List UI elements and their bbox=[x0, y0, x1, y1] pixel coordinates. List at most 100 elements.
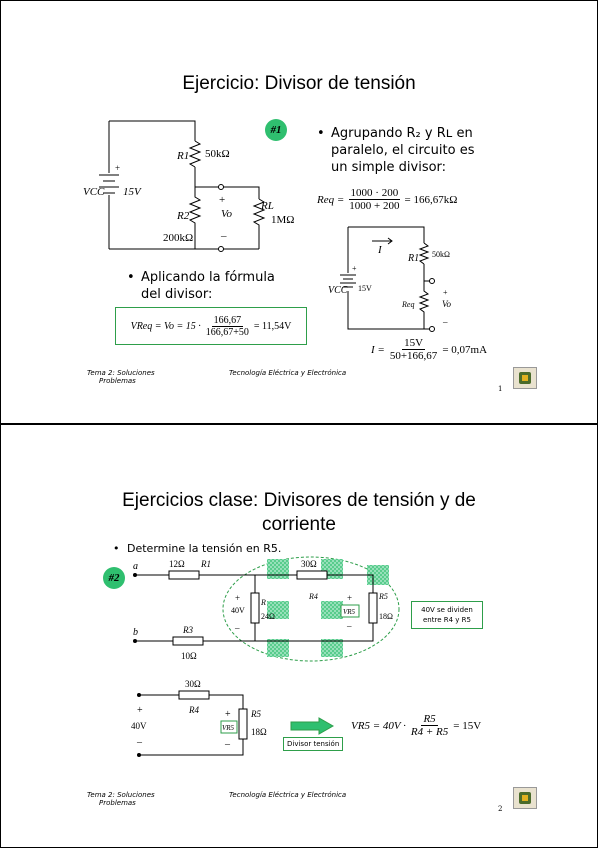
footer-topic-line1: Tema 2: Soluciones bbox=[87, 791, 155, 799]
vo-equation-box: VReq = Vo = 15 · 166,67 166,67+50 = 11,5… bbox=[115, 307, 307, 345]
r1-label: R1 bbox=[200, 559, 211, 569]
footer-course: Tecnología Eléctrica y Electrónica bbox=[229, 791, 347, 799]
vo-label: Vo bbox=[221, 208, 233, 220]
r1-value: 12Ω bbox=[169, 559, 185, 569]
bullet-formula-text: Aplicando la fórmula del divisor: bbox=[141, 270, 275, 302]
sub-r5-label: R5 bbox=[250, 709, 261, 719]
vo-lhs: VReq = Vo = 15 · bbox=[130, 320, 201, 332]
rt-value: 24Ω bbox=[261, 612, 275, 621]
vo-plus: + bbox=[219, 194, 225, 206]
exercise-tag: #2 bbox=[103, 567, 125, 589]
sub-minus-vr5: – bbox=[224, 739, 231, 750]
terminal-b: b bbox=[133, 627, 138, 638]
vo-plus-2: + bbox=[443, 288, 448, 297]
sub-r5-value: 18Ω bbox=[251, 727, 267, 737]
bullet-grouping: • Agrupando R₂ y Rʟ en paralelo, el circ… bbox=[317, 125, 491, 176]
vcc-label-2: VCC bbox=[328, 285, 348, 296]
plus-vr5: + bbox=[347, 593, 352, 603]
vo-numerator: 166,67 bbox=[211, 314, 244, 327]
current-label: I bbox=[377, 244, 383, 256]
sub-plus: + bbox=[137, 705, 143, 716]
r1-label-2: R1 bbox=[407, 253, 419, 264]
req-equation: Req = 1000 · 200 1000 + 200 = 166,67kΩ bbox=[317, 187, 457, 212]
sub-plus-vr5: + bbox=[225, 709, 231, 720]
note-box: 40V se dividen entre R4 y R5 bbox=[411, 601, 483, 629]
vo-label-2: Vo bbox=[442, 299, 452, 309]
vr5-rhs: = 15V bbox=[453, 719, 482, 732]
vcc-value-2: 15V bbox=[358, 284, 372, 293]
vr5-numerator: R5 bbox=[421, 713, 438, 726]
vr5-lhs: VR5 = 40V · bbox=[351, 719, 406, 732]
footer-topic: Tema 2: Soluciones Problemas bbox=[87, 791, 155, 807]
vcc-value: 15V bbox=[123, 186, 142, 198]
slide-1: Ejercicio: Divisor de tensión + VCC bbox=[0, 0, 598, 424]
req-label-2: Req bbox=[401, 300, 414, 309]
sub-r4-label: R4 bbox=[188, 705, 199, 715]
footer-topic-line1: Tema 2: Soluciones bbox=[87, 369, 155, 377]
sub-r-value: 30Ω bbox=[185, 679, 201, 689]
bullet-determine: • Determine la tensión en R5. bbox=[113, 540, 327, 557]
footer-topic-line2: Problemas bbox=[99, 799, 136, 807]
slide-title: Ejercicio: Divisor de tensión bbox=[182, 73, 416, 94]
simplified-circuit: I R1 50kΩ Req + VCC 15V + Vo – bbox=[328, 226, 452, 332]
current-equation: I = 15V 50+166,67 = 0,07mA bbox=[371, 337, 487, 362]
plus-40v: + bbox=[235, 593, 240, 603]
req-lhs: Req = bbox=[317, 193, 345, 206]
divider-circuit-2: a b 12Ω R1 30Ω R3 10Ω + 40V – R 24Ω R4 R… bbox=[133, 556, 400, 662]
terminal-a: a bbox=[133, 561, 138, 572]
vo-rhs: = 11,54V bbox=[253, 320, 292, 332]
i-lhs: I = bbox=[371, 343, 385, 356]
r4-label: R4 bbox=[308, 592, 318, 601]
slide-title-line1: Ejercicios clase: Divisores de tensión y… bbox=[122, 490, 476, 511]
i-rhs: = 0,07mA bbox=[442, 343, 488, 356]
r1-value: 50kΩ bbox=[205, 148, 230, 160]
battery-plus: + bbox=[115, 163, 120, 173]
vr5-equation: VR5 = 40V · R5 R4 + R5 = 15V bbox=[351, 713, 481, 738]
bullet-dot: • bbox=[317, 126, 325, 141]
req-denominator: 1000 + 200 bbox=[349, 200, 400, 212]
r3-value: 10Ω bbox=[181, 651, 197, 661]
slide-title-line2: corriente bbox=[262, 514, 336, 535]
sub-minus: – bbox=[136, 737, 143, 748]
bullet-dot: • bbox=[113, 542, 120, 555]
vr5-denominator: R4 + R5 bbox=[410, 726, 449, 738]
page-number: 2 bbox=[498, 805, 503, 813]
r1-label: R1 bbox=[176, 150, 189, 162]
voltage-divider-circuit: + VCC 15V R1 50kΩ R2 200kΩ RL 1MΩ + Vo – bbox=[83, 120, 294, 252]
rl-label: RL bbox=[260, 200, 274, 212]
r1-value-2: 50kΩ bbox=[432, 250, 450, 259]
minus-vr5: – bbox=[346, 621, 352, 631]
minus-40v: – bbox=[234, 623, 240, 633]
sub-40v: 40V bbox=[131, 721, 147, 731]
r2-value: 30Ω bbox=[301, 559, 317, 569]
sub-circuit: 30Ω R4 + 40V – + VR5 – R5 18Ω bbox=[131, 679, 267, 757]
r2-value: 200kΩ bbox=[163, 232, 193, 244]
r3-label: R3 bbox=[182, 625, 193, 635]
bullet-grouping-text: Agrupando R₂ y Rʟ en paralelo, el circui… bbox=[331, 126, 475, 175]
divider-label: Divisor tensión bbox=[283, 737, 344, 751]
rt-label: R bbox=[260, 598, 266, 607]
req-numerator: 1000 · 200 bbox=[348, 187, 401, 200]
r5-label: R5 bbox=[378, 592, 388, 601]
req-rhs: = 166,67kΩ bbox=[404, 193, 458, 206]
vo-minus-2: – bbox=[442, 317, 448, 327]
rl-value: 1MΩ bbox=[271, 214, 294, 226]
page-number: 1 bbox=[498, 385, 503, 393]
vo-minus: – bbox=[220, 230, 227, 242]
battery-plus-2: + bbox=[352, 264, 357, 273]
label-40v: 40V bbox=[231, 606, 245, 615]
logo-icon bbox=[513, 787, 537, 809]
vo-denominator: 166,67+50 bbox=[205, 326, 249, 338]
arrow-right-icon bbox=[290, 717, 335, 735]
i-numerator: 15V bbox=[402, 337, 426, 350]
footer-course: Tecnología Eléctrica y Electrónica bbox=[229, 369, 347, 377]
sub-vr5: VR5 bbox=[222, 724, 235, 732]
logo-icon bbox=[513, 367, 537, 389]
r5-value: 18Ω bbox=[379, 612, 393, 621]
footer-topic-line2: Problemas bbox=[99, 377, 136, 385]
bullet-determine-text: Determine la tensión en R5. bbox=[127, 542, 282, 555]
footer-topic: Tema 2: Soluciones Problemas bbox=[87, 369, 155, 385]
i-denominator: 50+166,67 bbox=[389, 350, 438, 362]
exercise-tag: #1 bbox=[265, 119, 287, 141]
slide-title: Ejercicios clase: Divisores de tensión y… bbox=[1, 489, 597, 537]
